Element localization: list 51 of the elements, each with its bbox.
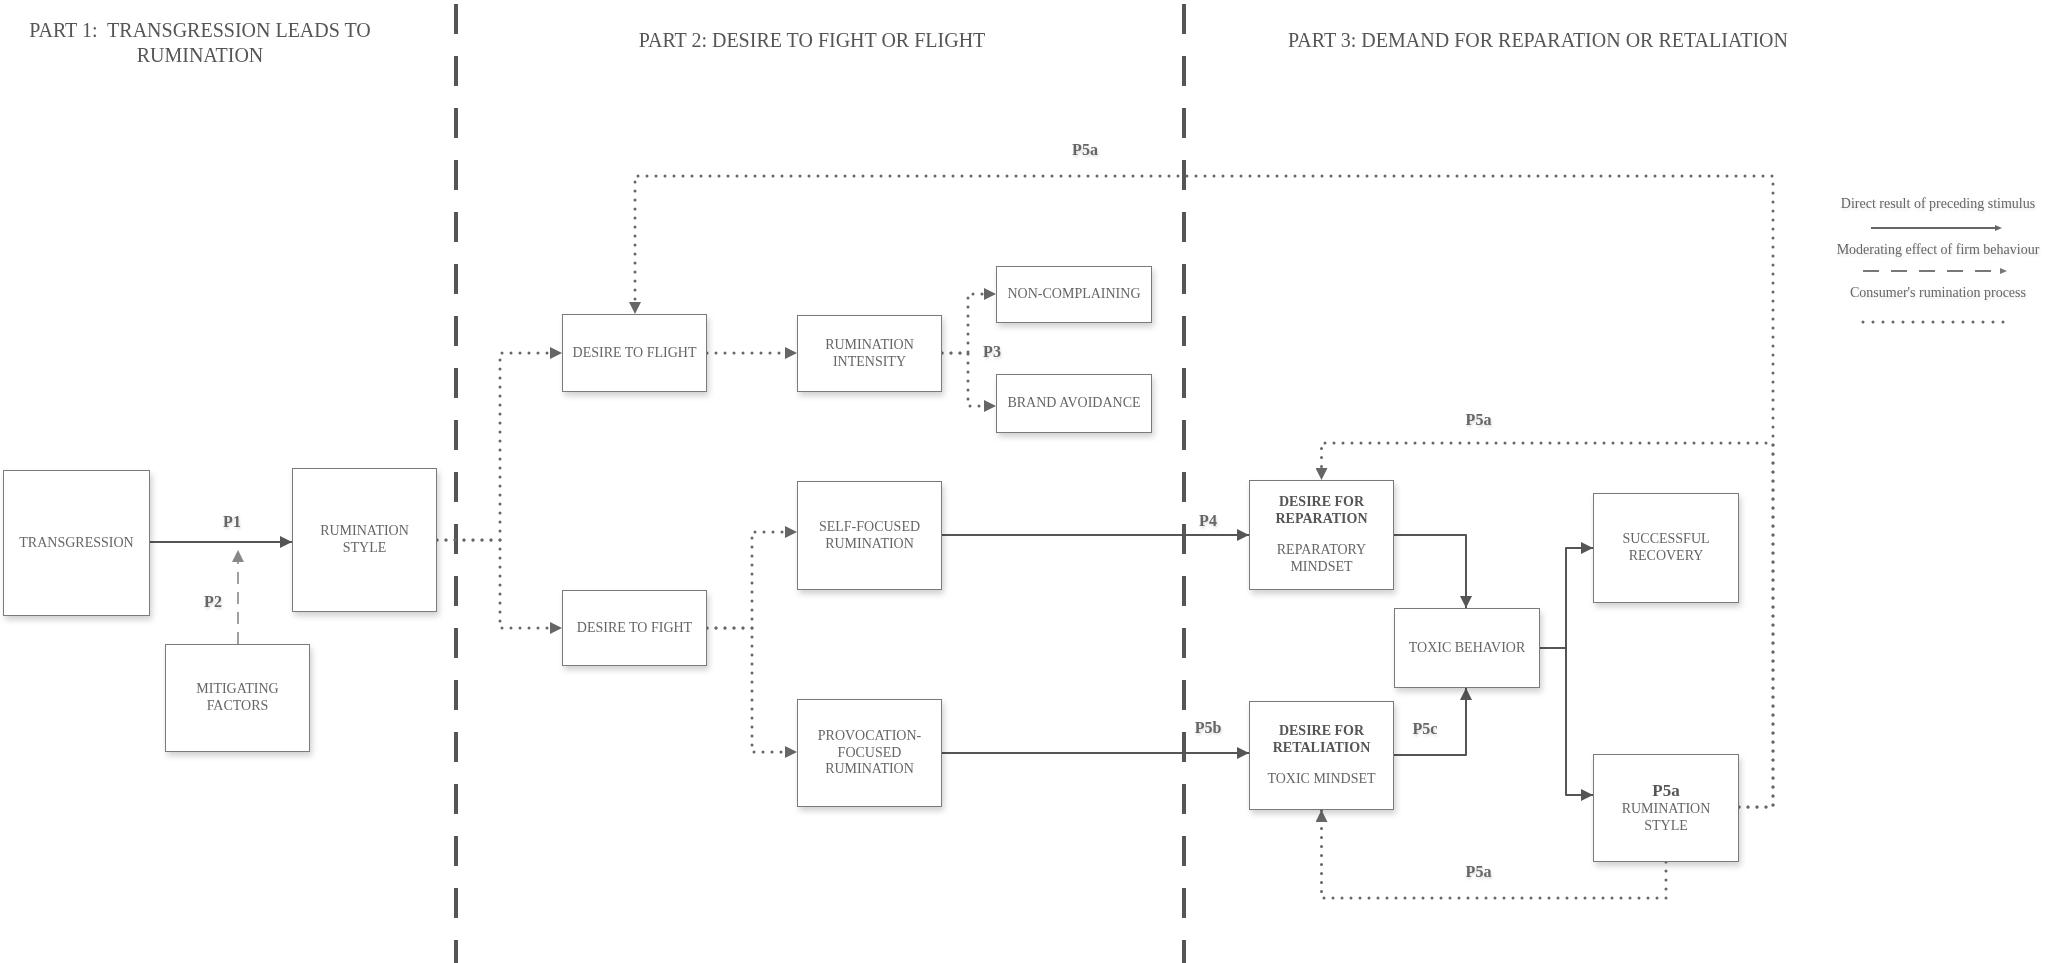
arrow	[1393, 687, 1472, 756]
process-box	[3, 470, 150, 616]
process-box	[1249, 480, 1394, 590]
arrow	[941, 747, 1250, 759]
box-label: REPARATORY MINDSET	[1275, 542, 1368, 576]
legend-label: Direct result of preceding stimulus	[1840, 196, 2036, 212]
arrow	[435, 538, 564, 634]
box-label: SUCCESSFUL RECOVERY	[1621, 531, 1711, 565]
arrow	[940, 351, 998, 412]
box-label: MITIGATING FACTORS	[195, 681, 280, 715]
arrow	[941, 529, 1250, 541]
arrow	[705, 626, 799, 758]
box-heading: DESIRE FOR REPARATION	[1274, 494, 1369, 528]
section-heading: PART 2: DESIRE TO FIGHT OR FLIGHT	[637, 28, 987, 53]
process-box	[797, 315, 942, 392]
box-label: TOXIC MINDSET	[1267, 770, 1376, 788]
section-heading: PART 3: DEMAND FOR REPARATION OR RETALIATION	[1287, 28, 1789, 53]
process-box	[996, 374, 1152, 433]
box-heading: DESIRE FOR RETALIATION	[1271, 723, 1372, 757]
arrow	[232, 549, 244, 645]
process-box	[562, 590, 707, 666]
process-box	[797, 481, 942, 590]
legend-label: Consumer's rumination process	[1850, 285, 2026, 301]
box-label: BRAND AVOIDANCE	[1007, 395, 1141, 412]
process-box	[1249, 701, 1394, 810]
process-box	[165, 644, 310, 752]
process-box	[562, 314, 707, 392]
box-label: RUMINATION STYLE	[1620, 801, 1712, 835]
legend-label: Moderating effect of firm behaviour	[1836, 242, 2040, 258]
box-label: DESIRE TO FLIGHT	[572, 344, 697, 362]
process-box	[292, 468, 437, 612]
process-box	[996, 266, 1152, 323]
box-label: RUMINATION STYLE	[319, 523, 410, 557]
arrow	[1393, 534, 1472, 609]
process-box	[1593, 754, 1739, 862]
arrow	[705, 347, 799, 359]
arrow	[1315, 808, 1668, 900]
box-label: TOXIC BEHAVIOR	[1408, 639, 1526, 657]
box-label: DESIRE TO FIGHT	[576, 619, 693, 637]
arrow	[149, 536, 293, 548]
box-heading: P5a	[1652, 781, 1680, 802]
section-heading: PART 1: TRANSGRESSION LEADS TO RUMINATION	[28, 18, 372, 68]
box-label: PROVOCATION-FOCUSED RUMINATION	[816, 727, 923, 779]
process-box	[797, 699, 942, 807]
box-label: NON-COMPLAINING	[1007, 286, 1141, 303]
box-label: SELF-FOCUSED RUMINATION	[817, 518, 922, 553]
box-label: TRANSGRESSION	[19, 534, 134, 552]
arrow	[1315, 441, 1775, 809]
box-label: RUMINATION INTENSITY	[824, 336, 915, 371]
process-box	[1394, 608, 1540, 688]
process-box	[1593, 493, 1739, 603]
